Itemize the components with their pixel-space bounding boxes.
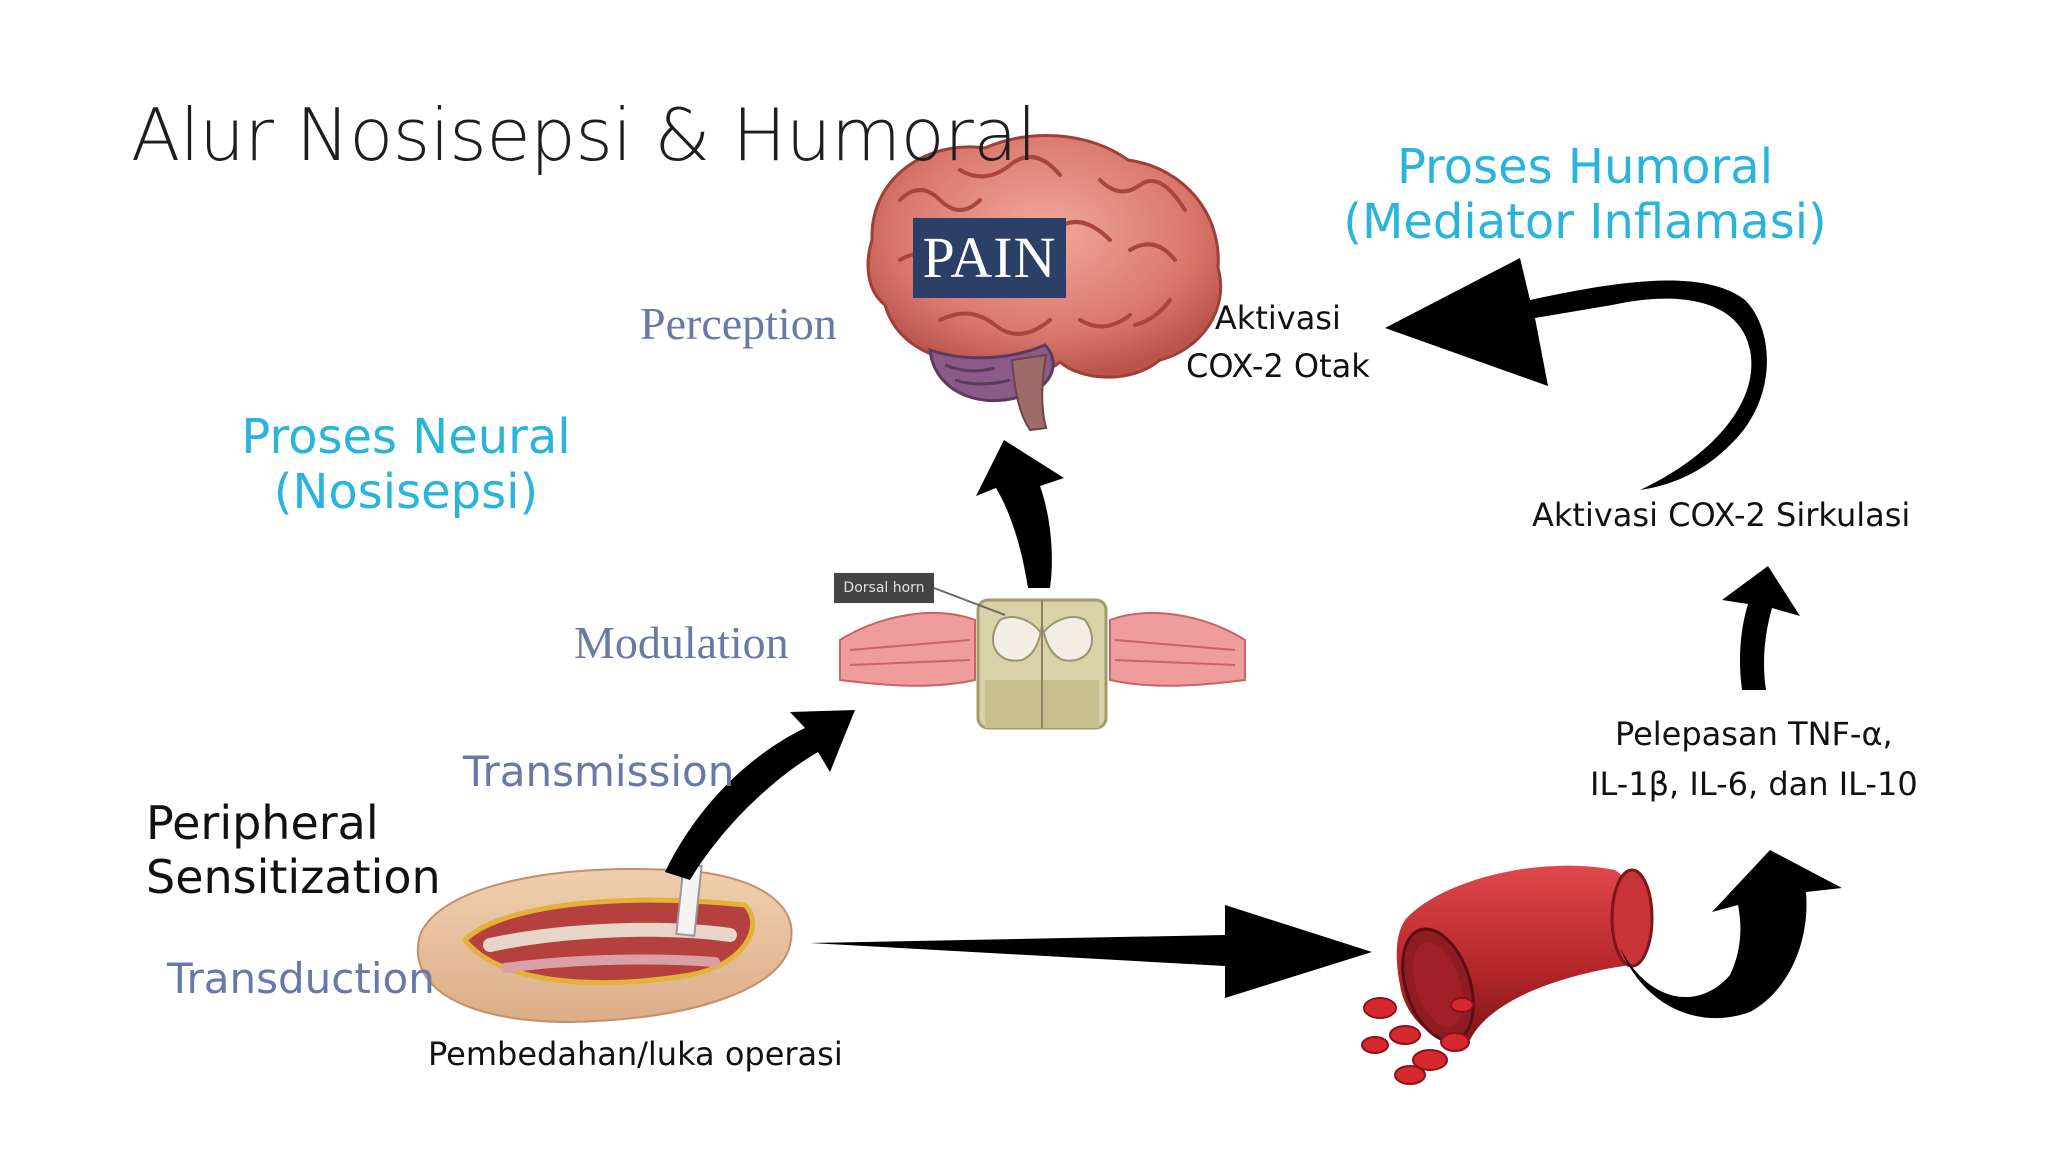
stage-label-transmission: Transmission [463, 747, 735, 796]
peripheral-line1: Peripheral [146, 796, 379, 850]
humoral-process-heading: Proses Humoral (Mediator Inflamasi) [1325, 139, 1845, 251]
cytokine-release-label: Pelepasan TNF-α, IL-1β, IL-6, dan IL-10 [1590, 710, 1918, 809]
blood-cells [1361, 997, 1474, 1085]
cox2-brain-label: Aktivasi COX-2 Otak [1186, 294, 1370, 390]
stage-label-perception: Perception [640, 298, 837, 349]
neural-process-heading: Proses Neural (Nosisepsi) [236, 409, 576, 521]
neural-heading-line1: Proses Neural [241, 409, 571, 465]
blood-vessel-illustration [1361, 865, 1654, 1085]
arrow-wound-to-vessel [810, 905, 1372, 998]
neural-heading-line2: (Nosisepsi) [273, 464, 539, 521]
pain-label-box: PAIN [913, 218, 1066, 298]
stage-label-modulation: Modulation [574, 617, 789, 668]
dorsal-horn-tag: Dorsal horn [834, 573, 934, 603]
stage-label-transduction: Transduction [167, 954, 435, 1003]
cytokine-line2: IL-1β, IL-6, dan IL-10 [1590, 764, 1918, 803]
humoral-heading-line1: Proses Humoral [1396, 139, 1774, 195]
humoral-heading-line2: (Mediator Inflamasi) [1343, 194, 1827, 251]
arrow-cox-circulation-to-cox-brain [1385, 258, 1767, 490]
arrow-modulation-to-perception [976, 440, 1064, 588]
cox2-circulation-label: Aktivasi COX-2 Sirkulasi [1532, 496, 1911, 534]
surgery-caption: Pembedahan/luka operasi [428, 1035, 843, 1073]
arrows [665, 258, 1842, 1019]
arrow-transduction-to-modulation [665, 710, 855, 880]
peripheral-sensitization-label: Peripheral Sensitization [146, 796, 441, 905]
arrow-vessel-to-cytokines [1620, 850, 1842, 1019]
cytokine-line1: Pelepasan TNF-α, [1614, 715, 1893, 753]
spinal-cord-illustration [839, 587, 1246, 730]
surgical-wound-illustration [417, 863, 793, 1024]
cox2-brain-line2: COX-2 Otak [1186, 347, 1370, 385]
peripheral-line2: Sensitization [146, 850, 441, 905]
cox2-brain-line1: Aktivasi [1214, 299, 1341, 337]
page-title: Alur Nosisepsi & Humoral [131, 93, 1037, 177]
arrow-cytokines-to-cox-circulation [1722, 566, 1800, 690]
